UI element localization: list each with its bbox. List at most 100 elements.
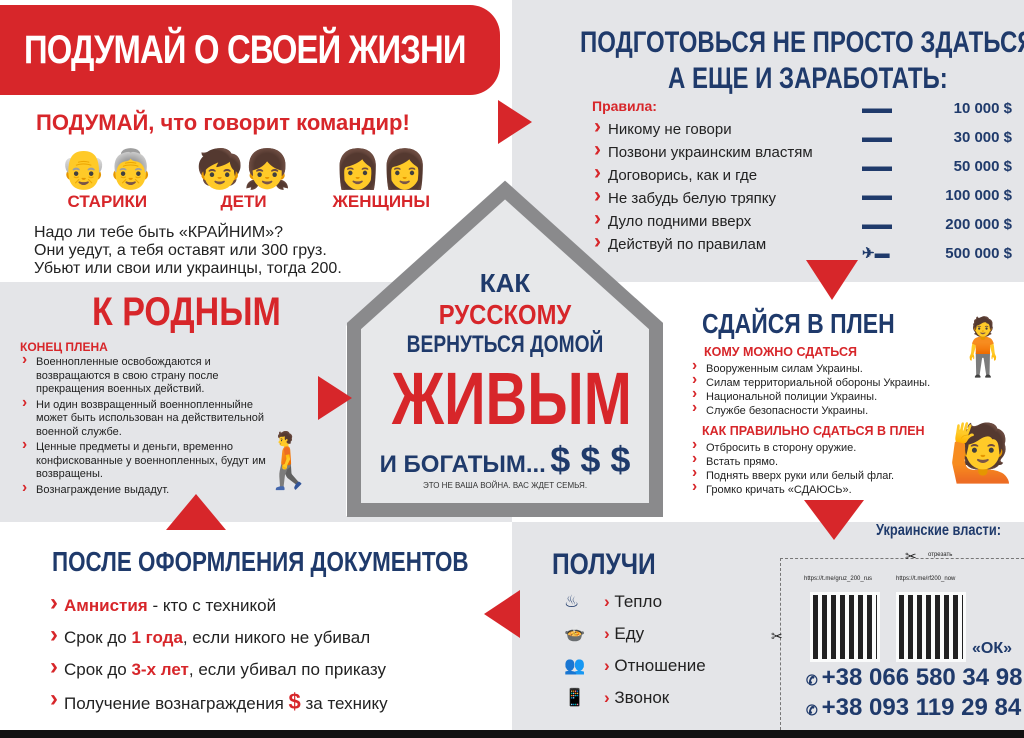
get-title: ПОЛУЧИ (552, 548, 656, 581)
bottom-border (0, 730, 1024, 738)
chevron-icon: › (604, 688, 615, 707)
mid-left-title: К РОДНЫМ (92, 290, 281, 334)
title-banner: ПОДУМАЙ О СВОЕЙ ЖИЗНИ (0, 5, 500, 95)
house-shape (346, 180, 664, 517)
phone-icon: ✆ (806, 702, 822, 718)
list-item: Поднять вверх руки или белый флаг. (690, 466, 894, 483)
reward-row: ✈▬ 500 000 $ (862, 239, 1012, 268)
dollar-icon: $ (288, 689, 301, 714)
heater-icon: ♨ (564, 592, 580, 611)
house-text: КАК РУССКОМУ ВЕРНУТЬСЯ ДОМОЙ ЖИВЫМ И БОГ… (360, 268, 650, 490)
chevron-icon: › (604, 624, 615, 643)
phone-line[interactable]: ✆ +38 066 580 34 98 (806, 664, 1022, 694)
list-item: Вознаграждение выдадут. (20, 481, 280, 498)
rule-item: Позвони украинским властям (592, 138, 813, 164)
list-item: Ценные предметы и деньги, временно конфи… (20, 438, 280, 482)
helicopter-icon: ▬▬ (862, 216, 892, 233)
list-item: Национальной полиции Украины. (690, 387, 930, 404)
walking-soldier-icon: 🚶 (255, 431, 323, 491)
list-item: Ни один возвращенный военнопленныйне мож… (20, 396, 280, 440)
women-icon: 👩👩 (333, 149, 429, 191)
bottom-left-title: ПОСЛЕ ОФОРМЛЕНИЯ ДОКУМЕНТОВ (52, 546, 469, 577)
text-line: Они уедут, а тебя оставят или 300 груз. (34, 242, 327, 259)
text-line: Убьют или свои или украинцы, тогда 200. (34, 260, 342, 277)
reward-row: ▬▬50 000 $ (862, 152, 1012, 181)
phones: ✆ +38 066 580 34 98 ✆ +38 093 119 29 84 (806, 664, 1022, 724)
phone-line[interactable]: ✆ +38 093 119 29 84 (806, 694, 1022, 724)
item-highlight: Амнистия (64, 596, 148, 615)
elderly-icon: 👴👵 (60, 149, 155, 191)
rule-item: Никому не говори (592, 115, 813, 141)
subtitle-red: ПОДУМАЙ, (36, 110, 155, 135)
group-children: 🧒👧ДЕТИ (196, 148, 291, 212)
reward-row: ▬▬ 200 000 $ (862, 210, 1012, 239)
house-footer: ЭТО НЕ ВАША ВОЙНА. ВАС ЖДЕТ СЕМЬЯ. (422, 481, 588, 490)
arrow-right-icon (498, 100, 532, 144)
rules-list: Никому не говори Позвони украинским влас… (592, 115, 813, 256)
phone-icon: 📱 (564, 688, 586, 707)
list-item: Срок до 3-х лет, если убивал по приказу (48, 651, 388, 686)
surrender-to-list: Вооруженным силам Украины. Силам террито… (690, 359, 930, 418)
reward-price: 100 000 $ (945, 187, 1012, 204)
group-label: СТАРИКИ (67, 192, 148, 211)
arrow-up-icon (166, 494, 226, 530)
ua-authorities-title: Украинские власти: (876, 522, 1001, 539)
get-label: Тепло (614, 592, 663, 611)
list-item: Отбросить в сторону оружие. (690, 438, 894, 455)
jet-icon: ✈▬ (862, 245, 890, 262)
cutout-area (780, 558, 1024, 730)
artillery-icon: ▬▬ (862, 187, 892, 204)
list-item: Силам территориальной обороны Украины. (690, 373, 930, 390)
get-label: Еду (614, 624, 645, 643)
list-item: Встать прямо. (690, 452, 894, 469)
item-highlight: 1 года (131, 628, 183, 647)
rewards-list: ▬▬10 000 $ ▬▬30 000 $ ▬▬50 000 $ ▬▬100 0… (862, 94, 1012, 268)
list-item: Громко кричать «СДАЮСЬ». (690, 480, 894, 497)
mid-left-subtitle: КОНЕЦ ПЛЕНА (20, 340, 108, 354)
people-icon: 👥 (564, 656, 586, 675)
phone-icon: ✆ (806, 672, 822, 688)
qr-code[interactable] (896, 592, 966, 662)
arrow-down-icon (804, 500, 864, 540)
house-line: ВЕРНУТЬСЯ ДОМОЙ (406, 331, 604, 358)
reward-row: ▬▬ 100 000 $ (862, 181, 1012, 210)
link-text[interactable]: https://t.me/gruz_200_rus (804, 576, 873, 582)
link-text[interactable]: https://t.me/rf200_now (896, 576, 956, 582)
subtitle: ПОДУМАЙ, что говорит командир! (36, 110, 410, 136)
reward-price: 10 000 $ (953, 100, 1012, 117)
list-item: Службе безопасности Украины. (690, 401, 930, 418)
rule-item: Действуй по правилам (592, 230, 813, 256)
reward-price: 200 000 $ (945, 216, 1012, 233)
reward-price: 500 000 $ (945, 245, 1012, 262)
get-list: ♨› Тепло 🍲› Еду 👥› Отношение 📱› Звонок (564, 586, 706, 714)
scissors-icon: ✂ (905, 548, 917, 564)
rules-label: Правила: (592, 98, 657, 114)
group-women: 👩👩ЖЕНЩИНЫ (333, 148, 430, 212)
phone-number: +38 066 580 34 98 (821, 664, 1023, 691)
mid-right-subtitle-2: КАК ПРАВИЛЬНО СДАТЬСЯ В ПЛЕН (702, 424, 925, 438)
chevron-icon: › (604, 656, 615, 675)
arrow-right-icon (318, 376, 352, 420)
scissors-icon: ✂ (771, 628, 783, 644)
get-label: Звонок (614, 688, 670, 707)
surrender-steps-list: Отбросить в сторону оружие. Встать прямо… (690, 438, 894, 497)
dollar-icons: $ $ $ (550, 439, 631, 480)
food-icon: 🍲 (564, 624, 586, 643)
arrow-down-icon (806, 260, 858, 300)
warning-text: Надо ли тебе быть «КРАЙНИМ»? Они уедут, … (34, 224, 342, 278)
rule-item: Дуло подними вверх (592, 207, 813, 233)
get-item: ♨› Тепло (564, 586, 706, 618)
children-icon: 🧒👧 (196, 149, 291, 191)
qr-code[interactable] (810, 592, 880, 662)
phone-number: +38 093 119 29 84 (821, 694, 1022, 721)
rocket-launcher-icon: ▬▬ (862, 158, 892, 175)
reward-row: ▬▬10 000 $ (862, 94, 1012, 123)
rule-item: Договорись, как и где (592, 161, 813, 187)
item-text: Получение вознаграждения (64, 694, 289, 713)
mid-right-title: СДАЙСЯ В ПЛЕН (702, 308, 895, 339)
mid-left-list: Военнопленные освобождаются и возвращают… (20, 353, 280, 498)
top-right-title-2: А ЕЩЕ И ЗАРАБОТАТЬ: (668, 62, 948, 95)
house-line: РУССКОМУ (438, 299, 572, 330)
item-text: , если никого не убивал (182, 628, 371, 647)
group-elderly: 👴👵СТАРИКИ (60, 148, 155, 212)
